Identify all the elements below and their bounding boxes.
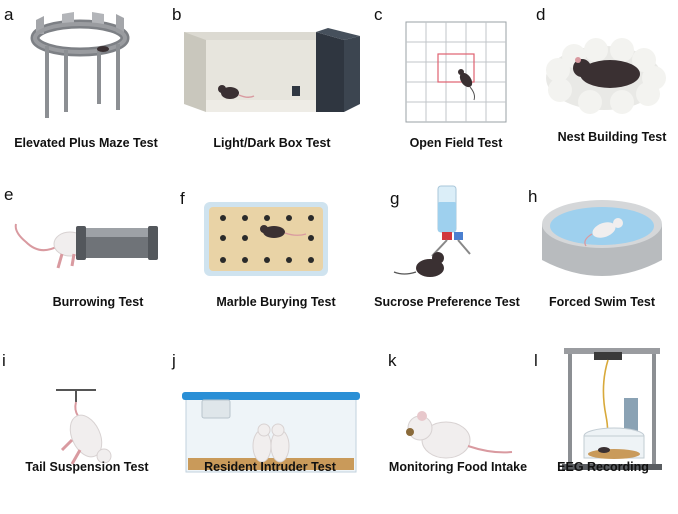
marble-burying-icon <box>204 202 328 276</box>
panel-caption: Light/Dark Box Test <box>213 136 331 150</box>
panel-k: k Monitoring Food Intake <box>382 346 552 514</box>
panel-label: a <box>4 5 14 24</box>
panel-j: j Resident Intruder Test <box>166 346 360 514</box>
panel-label: d <box>536 5 546 24</box>
panel-e: e Burrowing Test <box>0 176 170 344</box>
panel-caption: Elevated Plus Maze Test <box>14 136 158 150</box>
panel-caption: Forced Swim Test <box>548 295 656 309</box>
panel-caption: Resident Intruder Test <box>204 460 336 474</box>
panel-label: c <box>374 5 383 24</box>
panel-caption: Marble Burying Test <box>216 295 336 309</box>
panel-l: l EEG Recording <box>528 346 678 514</box>
elevated-plus-maze-icon <box>30 12 130 118</box>
tail-suspension-icon <box>56 389 112 465</box>
panel-caption: Burrowing Test <box>52 295 144 309</box>
panel-b: b Light/Dark Box Test <box>168 0 360 168</box>
panel-caption: Monitoring Food Intake <box>388 460 528 474</box>
panel-caption: EEG Recording <box>557 460 649 474</box>
panel-label: b <box>172 5 182 24</box>
forced-swim-icon <box>542 200 662 276</box>
panel-c: c Open Field Test <box>370 0 540 168</box>
burrowing-tube-icon <box>14 223 158 269</box>
panel-f: f Marble Burying Test <box>178 176 348 344</box>
nest-building-icon <box>546 38 666 114</box>
panel-caption: Tail Suspension Test <box>25 460 149 474</box>
panel-label: k <box>388 351 397 370</box>
panel-label: h <box>528 187 538 206</box>
panel-label: f <box>180 189 185 208</box>
sucrose-bottle-icon <box>393 185 471 277</box>
panel-i: i Tail Suspension Test <box>0 346 170 514</box>
panel-label: j <box>172 351 176 370</box>
light-dark-box-icon <box>184 28 360 112</box>
eeg-recording-icon <box>562 348 662 470</box>
panel-caption: Nest Building Test <box>557 130 667 144</box>
resident-intruder-icon <box>182 392 360 473</box>
open-field-icon <box>405 21 507 123</box>
panel-label: g <box>390 189 400 208</box>
panel-d: d Nest Building Test <box>530 0 678 168</box>
panel-a: a Elevated Plus Maze Test <box>0 0 170 168</box>
panel-label: l <box>534 351 538 370</box>
panel-g: g Sucrose Preference Test <box>370 176 540 344</box>
panel-caption: Sucrose Preference Test <box>374 295 520 309</box>
panel-h: h Forced Swim Test <box>526 176 678 344</box>
panel-label: i <box>2 351 6 370</box>
panel-caption: Open Field Test <box>409 136 503 150</box>
panel-label: e <box>4 185 14 204</box>
food-intake-icon <box>406 411 513 459</box>
